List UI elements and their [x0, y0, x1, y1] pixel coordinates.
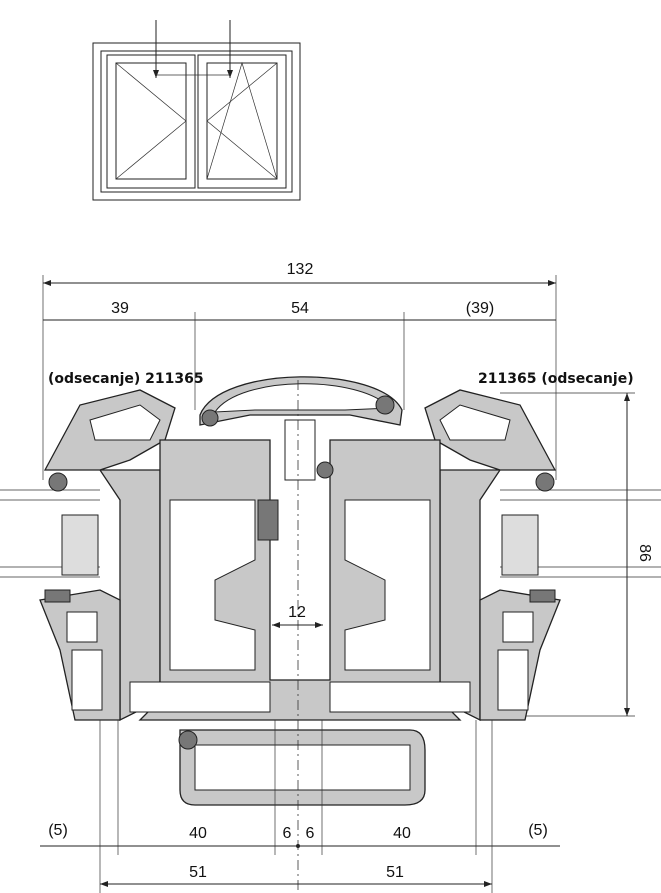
sash-profile-right: [424, 389, 561, 722]
window-elevation: [92, 20, 301, 201]
dim-bottom-6-right: 6: [306, 825, 315, 842]
label-right-cut: 211365 (odsecanje): [478, 371, 634, 387]
bottom-dimensions: [40, 720, 560, 893]
dim-bottom-left-offset: (5): [48, 822, 68, 839]
dim-height: 86: [636, 544, 653, 562]
dim-gap: 12: [288, 604, 306, 621]
dim-center: 54: [291, 300, 309, 317]
sash-profile-left: [39, 389, 176, 722]
dim-bottom-left-40: 40: [189, 825, 207, 842]
frame-profile: [129, 376, 471, 806]
dim-bottom-6-left: 6: [283, 825, 292, 842]
dim-bottom-right-40: 40: [393, 825, 411, 842]
dim-bottom-right-51: 51: [386, 864, 404, 881]
dim-bottom-right-offset: (5): [528, 822, 548, 839]
glazing: [0, 489, 661, 578]
label-left-cut: (odsecanje) 211365: [48, 371, 204, 387]
dim-left: 39: [111, 300, 129, 317]
dim-right: (39): [466, 300, 494, 317]
dim-overall: 132: [287, 261, 314, 278]
gaskets: [44, 395, 556, 750]
dim-bottom-left-51: 51: [189, 864, 207, 881]
